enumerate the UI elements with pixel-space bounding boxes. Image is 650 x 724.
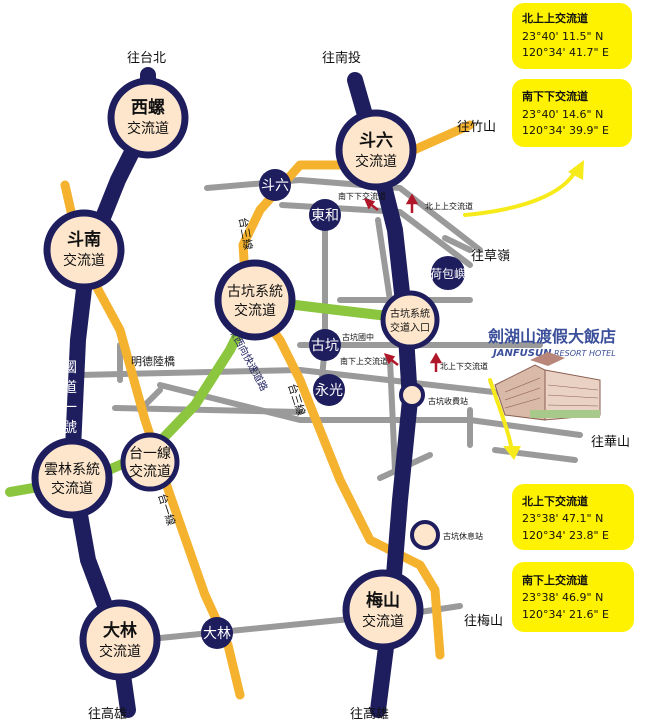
town-gukeng: 古坑 [311,338,339,354]
dalin-line1: 大林 [103,620,137,641]
town-hebaoyu: 荷包嶼 [430,267,466,281]
coord-box-4-lon: 120°34' 21.6" E [522,608,609,621]
n-exit-gukeng: 北上下交流道 [440,361,488,371]
tai1-ic-line2: 交流道 [129,463,171,480]
big-interchange-nodes [31,77,424,681]
resort-name-en-a: JANFUSUN [491,348,552,359]
resort-name-en-b: RESORT HOTEL [554,349,616,358]
yunlin-line2: 交流道 [51,480,93,497]
dalin-line2: 交流道 [99,643,141,660]
xiluo-line2: 交流道 [127,120,169,137]
xiluo-line1: 西螺 [131,98,165,118]
yunlin-line1: 雲林系統 [44,462,100,478]
freeway1-char-1: 國 [63,360,77,376]
dir-kaohsiung-east: 往高雄 [350,706,389,722]
dir-nantou: 往南投 [322,50,361,66]
tai3-upper: 台三線 [236,216,256,251]
dir-caoling: 往草嶺 [471,249,510,264]
gukeng-middle-school: 古坑國中 [342,332,374,342]
resort-building-image [494,352,601,421]
toll-station-label: 古坑收費站 [428,396,468,406]
freeway1-char-4: 號 [63,420,77,436]
resort-logo: 劍湖山渡假大飯店 JANFUSUN RESORT HOTEL [487,327,616,359]
rest-area-label: 古坑休息站 [443,531,483,541]
dir-zhushan: 往竹山 [457,120,496,135]
freeway1-char-3: 一 [63,400,77,416]
tai1-ic-line1: 台一線 [129,446,171,462]
dir-taipei: 往台北 [127,51,166,66]
town-donghe: 東和 [311,208,339,224]
dir-kaohsiung-west: 往高雄 [88,706,127,722]
coord-box-1-lon: 120°34' 41.7" E [522,46,609,59]
coord-box-2-lat: 23°40' 14.6" N [522,108,603,121]
coord-box-4-lat: 23°38' 46.9" N [522,591,603,604]
dounan-line2: 交流道 [63,252,105,269]
town-dalin: 大林 [203,626,231,642]
freeway1-char-2: 道 [63,380,77,396]
coord-box-2-lon: 120°34' 39.9" E [522,124,609,137]
town-nodes [201,169,465,649]
dounan-line1: 斗南 [67,229,101,250]
mingde-bridge: 明德陸橋 [131,354,175,368]
resort-name-cn: 劍湖山渡假大飯店 [487,327,616,346]
meishan-line2: 交流道 [362,613,404,630]
coord-box-3-title: 北上下交流道 [522,494,588,508]
gukeng-entrance-line1: 古坑系統 [390,307,430,320]
n-entry-douliu: 北上上交流道 [425,201,473,211]
ramp-arrows [363,193,443,372]
dir-meishan: 往梅山 [464,614,503,629]
town-yongguang: 永光 [315,383,343,399]
coord-box-1-lat: 23°40' 11.5" N [522,30,603,43]
meishan-line1: 梅山 [366,590,400,611]
douliu-line2: 交流道 [355,153,397,170]
medium-nodes [120,290,440,492]
coordinate-boxes [512,3,634,632]
coord-box-2-title: 南下下交流道 [522,89,588,103]
town-douliu: 斗六 [261,178,289,194]
coord-box-3-lat: 23°38' 47.1" N [522,512,603,525]
coord-box-4-title: 南下上交流道 [522,573,588,587]
s-exit-gukeng: 南下上交流道 [340,356,388,366]
s-exit-douliu: 南下下交流道 [338,191,386,201]
gukeng-system-line2: 交流道 [234,302,276,319]
douliu-line1: 斗六 [359,130,393,151]
service-nodes [399,382,440,550]
coord-box-3-lon: 120°34' 23.8" E [522,529,609,542]
dir-huashan: 往華山 [591,435,630,450]
freeway-label: 國 道 一 號 [63,360,77,436]
coord-box-1-title: 北上上交流道 [522,11,588,25]
gukeng-entrance-line2: 交道入口 [390,321,430,334]
gukeng-system-line1: 古坑系統 [227,284,283,300]
